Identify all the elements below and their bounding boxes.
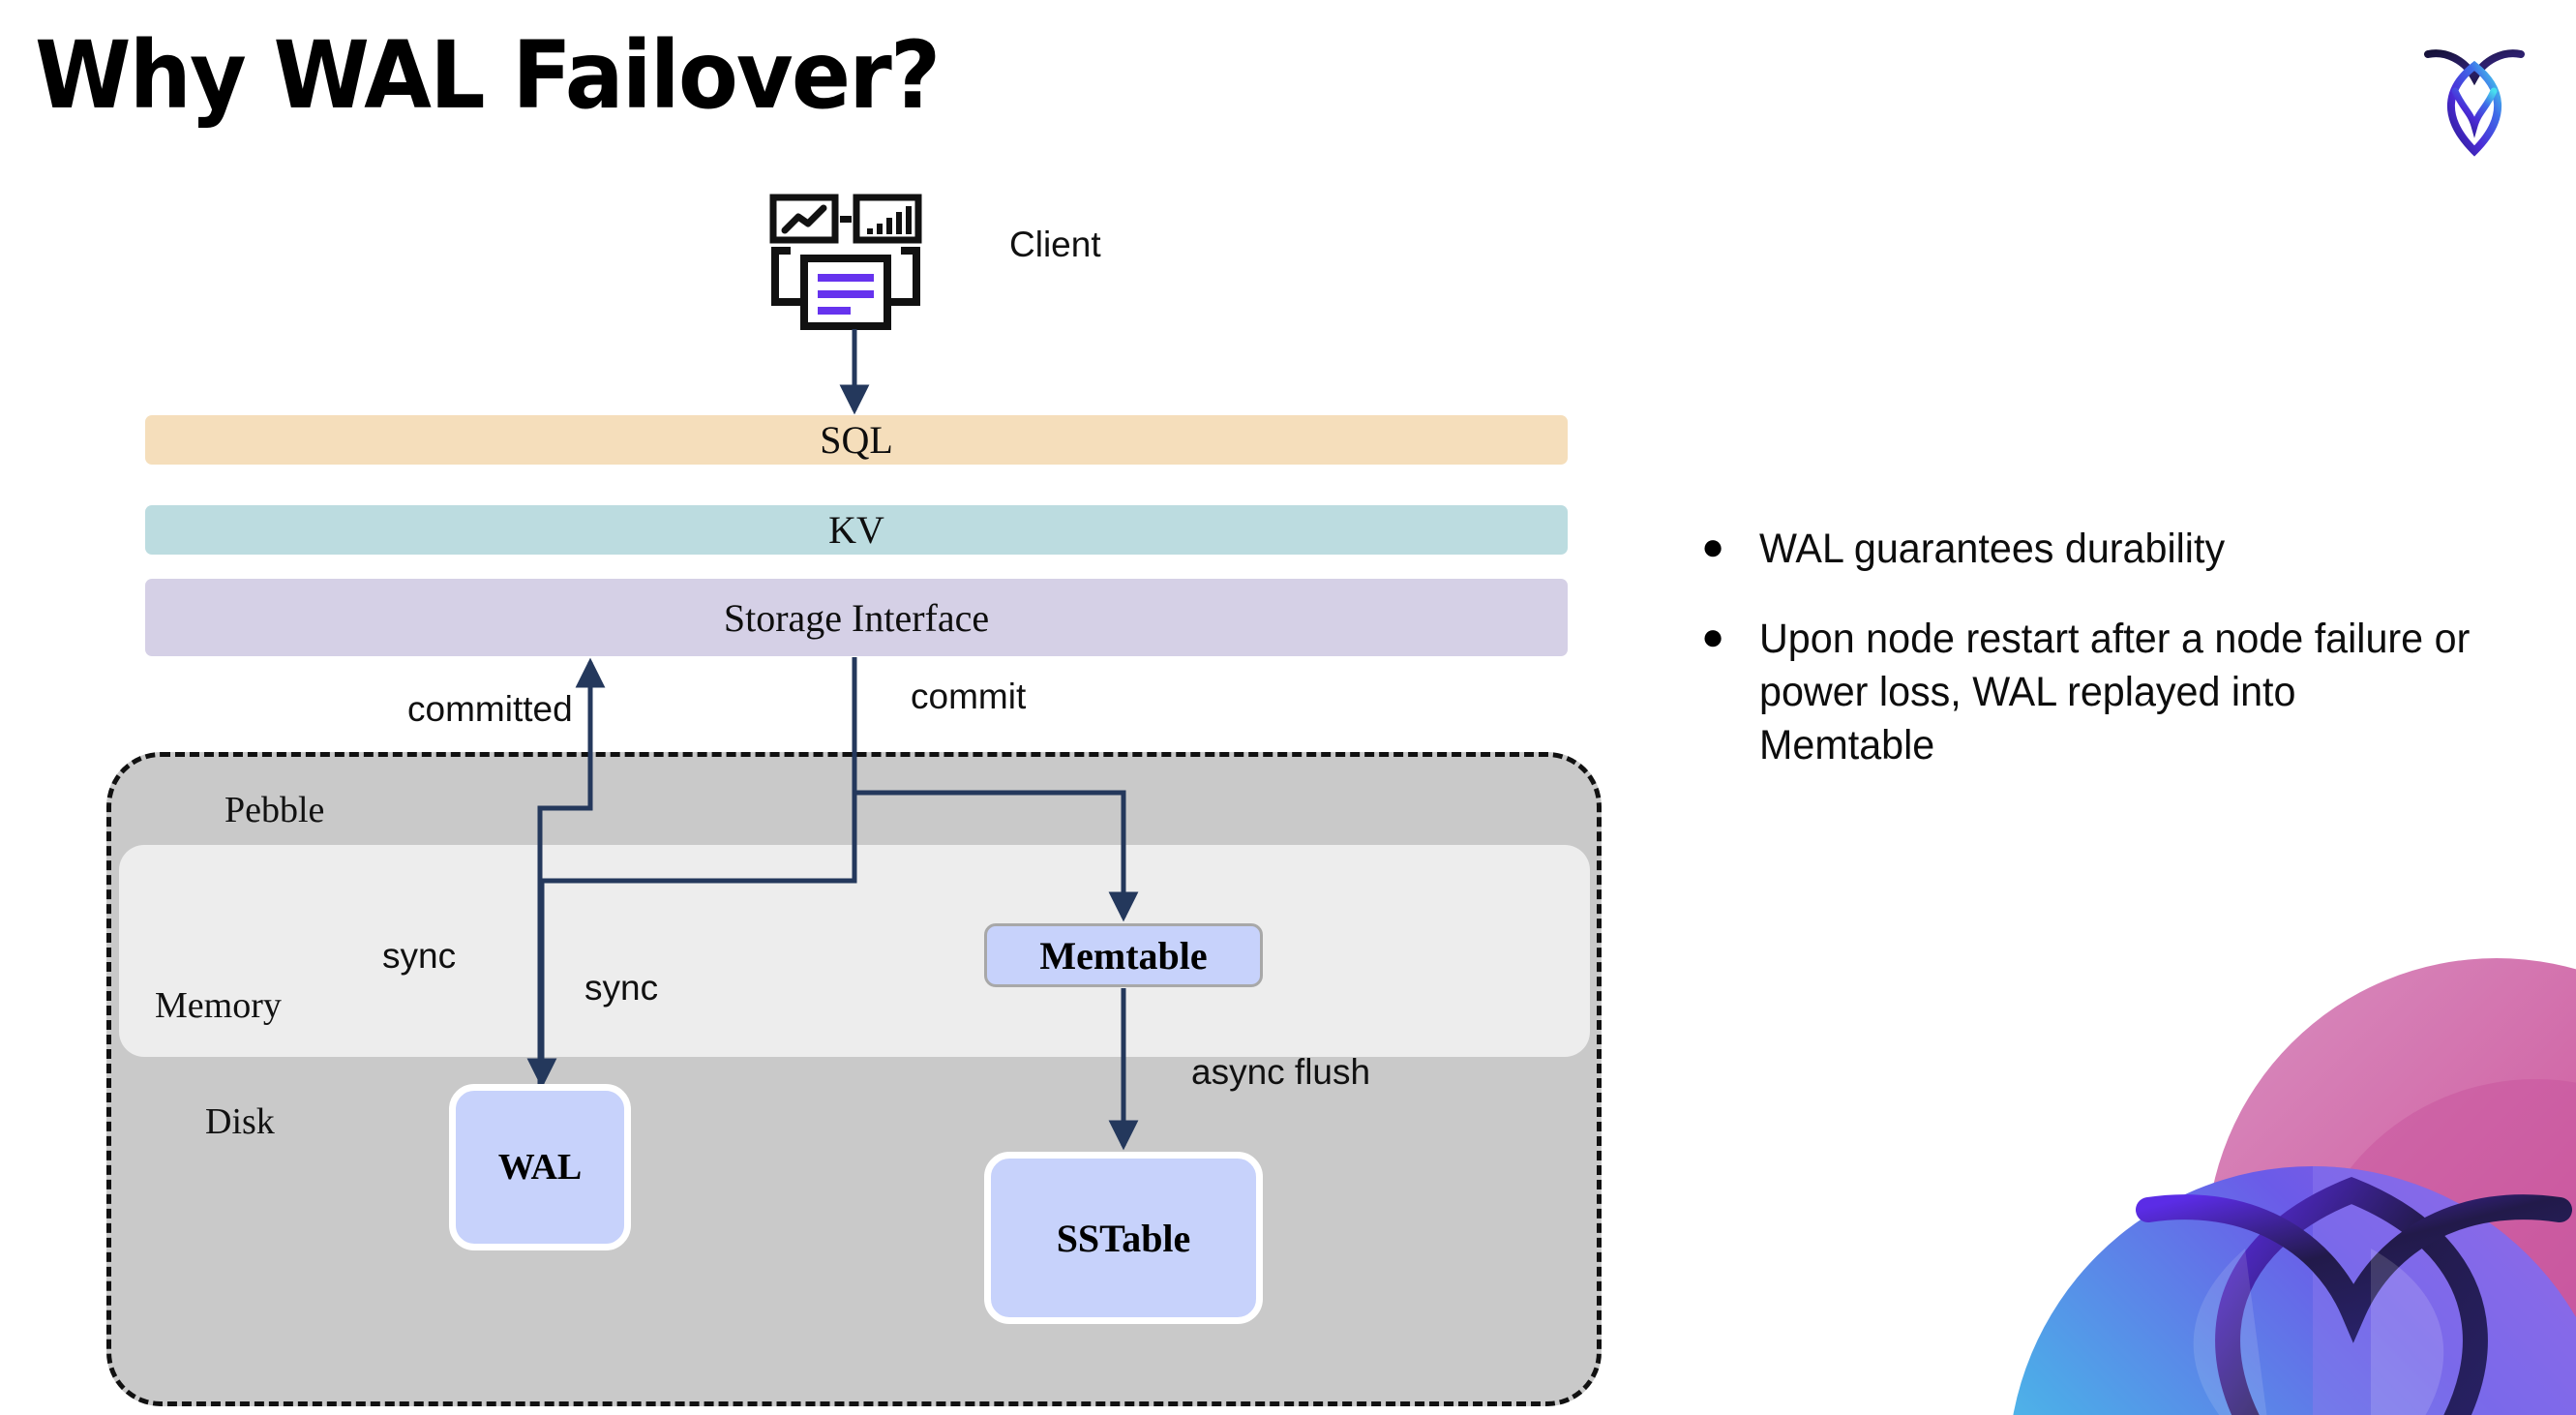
- page-title: Why WAL Failover?: [35, 21, 941, 130]
- bullet-marker-icon: ●: [1701, 616, 1725, 659]
- layer-bar-sql-label: SQL: [820, 418, 893, 462]
- cockroachdb-logo: [2416, 37, 2532, 163]
- memory-zone-label: Memory: [155, 985, 282, 1026]
- node-memtable-label: Memtable: [1039, 933, 1208, 978]
- layer-bar-kv-label: KV: [828, 508, 884, 552]
- list-item: ● Upon node restart after a node failure…: [1701, 613, 2504, 772]
- node-memtable: Memtable: [984, 923, 1263, 987]
- layer-bar-storage-label: Storage Interface: [723, 595, 990, 640]
- edge-label-commit: commit: [911, 677, 1027, 716]
- memory-zone-band: [119, 845, 1590, 1057]
- client-label: Client: [1009, 225, 1101, 264]
- layer-bar-sql: SQL: [145, 415, 1568, 465]
- layer-bar-storage-interface: Storage Interface: [145, 579, 1568, 656]
- bullet-marker-icon: ●: [1701, 526, 1725, 568]
- node-sstable-label: SSTable: [1056, 1216, 1191, 1260]
- disk-zone-label: Disk: [205, 1101, 275, 1142]
- layer-bar-kv: KV: [145, 505, 1568, 555]
- client-monitor-icon: [769, 194, 944, 339]
- pebble-label: Pebble: [225, 790, 325, 830]
- edge-label-sync-right: sync: [584, 968, 659, 1008]
- node-sstable: SSTable: [984, 1152, 1263, 1324]
- node-wal: WAL: [449, 1084, 631, 1250]
- edge-label-async-flush: async flush: [1191, 1052, 1371, 1092]
- list-item: ● WAL guarantees durability: [1701, 523, 2504, 576]
- bullet-text: WAL guarantees durability: [1759, 526, 2226, 572]
- bullet-list: ● WAL guarantees durability ● Upon node …: [1701, 523, 2504, 809]
- edge-label-committed: committed: [407, 689, 573, 729]
- bullet-text: Upon node restart after a node failure o…: [1759, 616, 2471, 769]
- edge-label-sync-left: sync: [382, 936, 457, 976]
- gradient-circles-decoration: [1955, 929, 2576, 1415]
- node-wal-label: WAL: [497, 1147, 583, 1188]
